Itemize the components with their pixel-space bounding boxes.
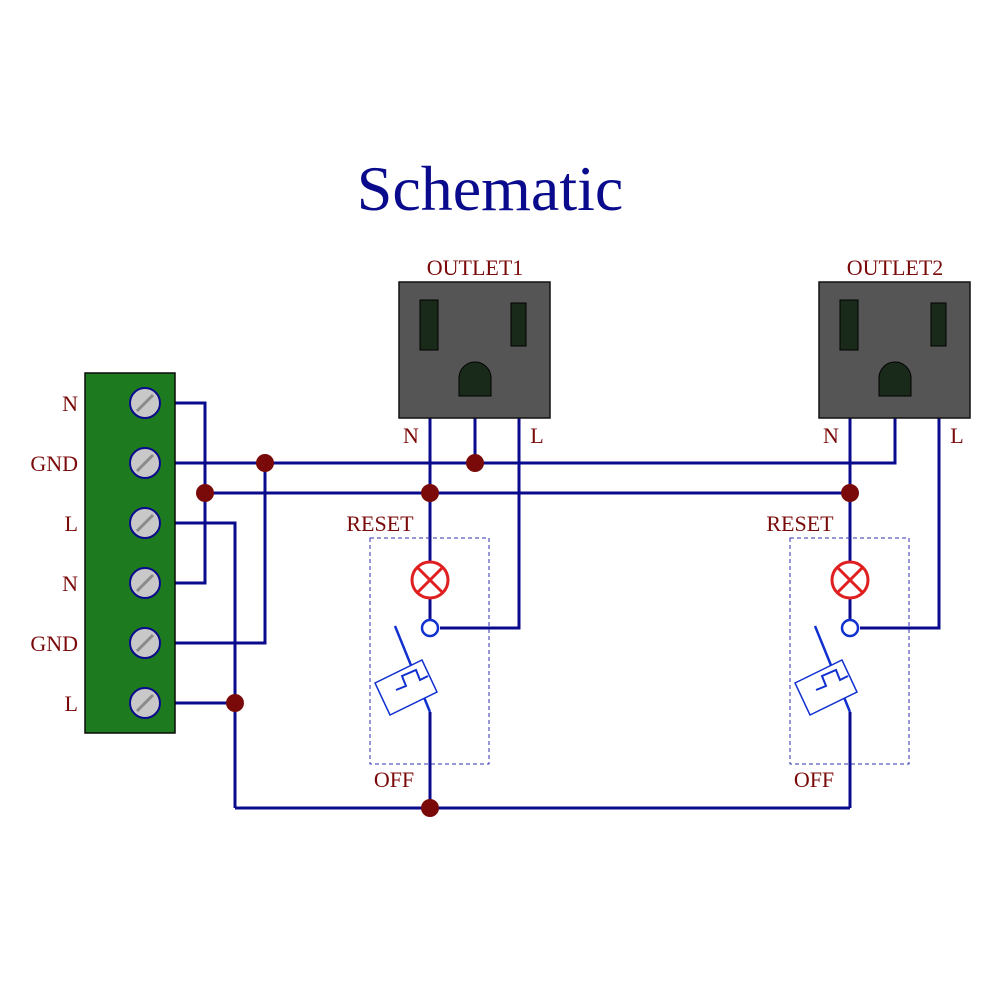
terminal-screw: [129, 687, 161, 719]
wire-ground-bus: [175, 418, 897, 465]
terminal-label: L: [65, 511, 78, 536]
junction-dot: [421, 799, 439, 817]
thermal-switch-icon: [794, 625, 858, 717]
breaker-1-off-label: OFF: [374, 767, 414, 792]
breaker-1-contact: [420, 618, 440, 638]
terminal-label: GND: [30, 631, 78, 656]
junction-dot: [841, 484, 859, 502]
terminal-block-body: [84, 372, 176, 734]
outlet-1-n-label: N: [403, 423, 419, 448]
breaker-1-reset-label: RESET: [346, 511, 414, 536]
terminal-label: N: [62, 391, 78, 416]
terminal-screw: [129, 507, 161, 539]
breaker-2-contact: [840, 618, 860, 638]
terminal-block: N GND L N GND L: [30, 372, 176, 734]
thermal-switch-icon: [374, 625, 438, 717]
junction-dot: [196, 484, 214, 502]
wire-ground-lower: [175, 463, 267, 645]
breaker-2-reset-label: RESET: [766, 511, 834, 536]
wires: [175, 401, 941, 810]
outlet-2-ground-hole: [878, 361, 912, 397]
terminal-label: GND: [30, 451, 78, 476]
lamp-icon: [830, 560, 870, 600]
terminal-screw: [129, 567, 161, 599]
outlet-2-name: OUTLET2: [847, 255, 944, 280]
outlet-1: OUTLET1 N L: [398, 255, 551, 448]
junction-dot: [466, 454, 484, 472]
outlet-1-neutral-slot: [419, 299, 439, 351]
outlet-2: OUTLET2 N L: [818, 255, 971, 448]
wire-outlet2-line: [860, 418, 941, 630]
wire-line-upper: [175, 521, 237, 808]
breaker-1-box: [369, 537, 490, 765]
wire-outlet1-line: [440, 418, 521, 630]
outlet-2-l-label: L: [950, 423, 963, 448]
outlet-1-l-label: L: [530, 423, 543, 448]
junction-dots: [196, 454, 859, 817]
outlet-1-hot-slot: [510, 302, 527, 347]
junction-dot: [226, 694, 244, 712]
page-title: Schematic: [357, 153, 624, 224]
terminal-label: L: [65, 691, 78, 716]
breaker-2: RESET OFF: [766, 511, 910, 792]
terminal-screw: [129, 387, 161, 419]
breaker-2-box: [789, 537, 910, 765]
terminal-screw: [129, 627, 161, 659]
breaker-1: RESET OFF: [346, 511, 490, 792]
terminal-label: N: [62, 571, 78, 596]
breaker-2-off-label: OFF: [794, 767, 834, 792]
terminal-screw: [129, 447, 161, 479]
junction-dot: [421, 484, 439, 502]
junction-dot: [256, 454, 274, 472]
lamp-icon: [410, 560, 450, 600]
outlet-2-neutral-slot: [839, 299, 859, 351]
outlet-1-ground-hole: [458, 361, 492, 397]
outlet-2-hot-slot: [930, 302, 947, 347]
outlet-1-name: OUTLET1: [427, 255, 524, 280]
outlet-2-n-label: N: [823, 423, 839, 448]
